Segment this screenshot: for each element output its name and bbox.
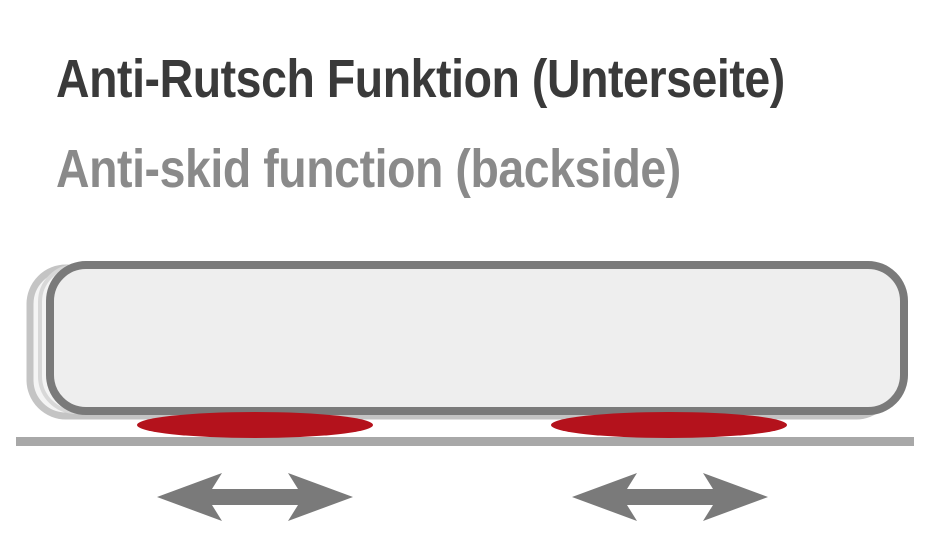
surface-line <box>16 437 914 446</box>
anti-skid-pad-icon <box>551 412 787 438</box>
double-arrow-icon <box>572 473 768 521</box>
board <box>46 261 908 415</box>
title-german: Anti-Rutsch Funktion (Unterseite) <box>56 49 785 109</box>
title-english: Anti-skid function (backside) <box>56 139 681 199</box>
anti-skid-pad-icon <box>137 412 373 438</box>
double-arrow-icon <box>157 473 353 521</box>
